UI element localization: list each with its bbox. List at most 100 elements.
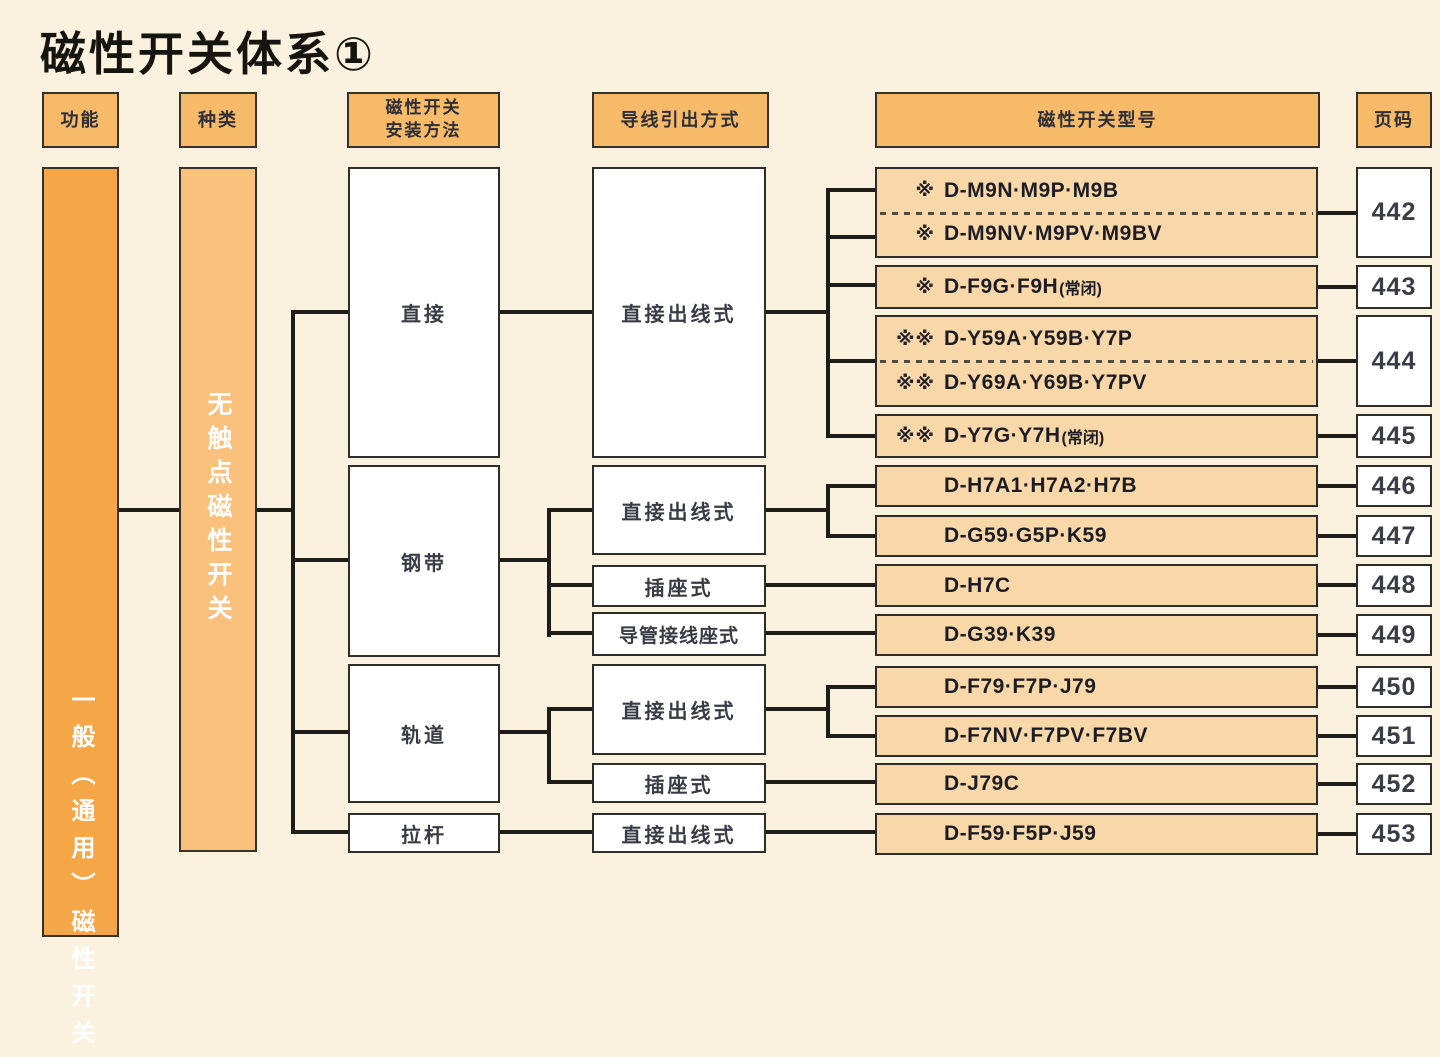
connector-line	[766, 310, 830, 314]
mounting-box-tie-rod: 拉杆	[348, 813, 500, 853]
page-number: 447	[1371, 521, 1417, 550]
page-title: 磁性开关体系①	[40, 28, 376, 80]
connector-line	[547, 631, 592, 635]
connector-line	[766, 631, 875, 635]
connector-line	[766, 780, 875, 784]
leadwire-label: 直接出线式	[621, 501, 737, 524]
page-box-444: 444	[1356, 315, 1432, 407]
connector-line	[1318, 734, 1356, 738]
connector-line	[547, 707, 551, 784]
model-row: D-F7NV·F7PV·F7BV	[877, 717, 1316, 755]
connector-line	[293, 558, 348, 562]
model-box-y7g: ※※D-Y7G·Y7H(常闭)	[875, 414, 1318, 458]
page-number: 445	[1371, 421, 1417, 450]
header-lead-wire-label: 导线引出方式	[620, 109, 741, 130]
mounting-box-rail: 轨道	[348, 664, 500, 803]
header-lead-wire: 导线引出方式	[592, 92, 769, 148]
connector-line	[1318, 633, 1356, 637]
connector-line	[1318, 359, 1356, 363]
header-type: 种类	[179, 92, 257, 148]
header-page: 页码	[1356, 92, 1432, 148]
header-page-label: 页码	[1374, 109, 1414, 130]
reference-mark: ※※	[896, 425, 935, 447]
leadwire-box-socket-1: 插座式	[592, 565, 766, 607]
page-number: 450	[1371, 672, 1417, 701]
model-box-f9g: ※ D-F9G·F9H(常闭)	[875, 265, 1318, 309]
connector-line	[547, 707, 592, 711]
model-row: D-G59·G5P·K59	[877, 517, 1316, 555]
connector-line	[828, 734, 875, 738]
model-label: D-F59·F5P·J59	[944, 822, 1097, 845]
connector-line	[828, 359, 875, 363]
page-number: 442	[1371, 198, 1417, 226]
page-box-447: 447	[1356, 515, 1432, 557]
model-row: ※※D-Y59A·Y59B·Y7P	[877, 317, 1316, 361]
connector-line	[826, 188, 830, 438]
header-mounting: 磁性开关 安装方法	[347, 92, 500, 148]
connector-line	[828, 235, 875, 239]
model-label: D-H7A1·H7A2·H7B	[944, 474, 1138, 497]
dashed-divider	[880, 360, 1313, 363]
connector-line	[1318, 434, 1356, 438]
model-row: D-F79·F7P·J79	[877, 668, 1316, 706]
connector-line	[500, 730, 551, 734]
header-mounting-line2: 安装方法	[385, 121, 462, 140]
mounting-label: 钢带	[401, 552, 447, 575]
connector-line	[1318, 534, 1356, 538]
model-label: D-G59·G5P·K59	[944, 524, 1107, 547]
leadwire-box-socket-2: 插座式	[592, 763, 766, 803]
connector-line	[828, 484, 875, 488]
page-number: 452	[1371, 769, 1417, 798]
model-label: D-F79·F7P·J79	[944, 675, 1097, 698]
model-label: D-F9G·F9H	[944, 275, 1059, 298]
connector-line	[119, 508, 179, 512]
header-model: 磁性开关型号	[875, 92, 1320, 148]
page-number: 451	[1371, 721, 1417, 750]
connector-line	[500, 830, 592, 834]
leadwire-box-direct-3: 直接出线式	[592, 813, 766, 853]
model-box-h7c: D-H7C	[875, 564, 1318, 607]
connector-line	[547, 508, 551, 637]
function-column-label: 一般（通用）磁性开关	[67, 687, 94, 1057]
model-row: ※※D-Y7G·Y7H(常闭)	[877, 416, 1316, 456]
leadwire-label: 直接出线式	[621, 701, 737, 723]
model-label: D-J79C	[944, 772, 1020, 795]
mounting-label: 直接	[401, 304, 447, 326]
function-column-box: 一般（通用）磁性开关	[42, 167, 119, 1057]
leadwire-label: 导管接线座式	[618, 625, 739, 647]
connector-line	[293, 730, 348, 734]
page-box-445: 445	[1356, 414, 1432, 458]
page-number: 448	[1371, 571, 1417, 599]
leadwire-label: 直接出线式	[621, 304, 737, 326]
connector-line	[1318, 484, 1356, 488]
leadwire-label: 插座式	[644, 577, 714, 600]
connector-line	[291, 310, 295, 834]
model-row: ※D-M9N·M9P·M9B	[877, 169, 1316, 213]
model-row: D-F59·F5P·J59	[877, 815, 1316, 853]
model-box-j79c: D-J79C	[875, 763, 1318, 805]
connector-line	[293, 310, 348, 314]
model-box-f79: D-F79·F7P·J79	[875, 666, 1318, 708]
reference-mark: ※	[915, 276, 935, 298]
mounting-label: 轨道	[401, 725, 447, 747]
connector-line	[1318, 211, 1356, 215]
model-suffix: (常闭)	[1059, 281, 1102, 298]
header-mounting-line1: 磁性开关	[385, 98, 462, 118]
model-box-g59: D-G59·G5P·K59	[875, 515, 1318, 557]
connector-line	[293, 830, 348, 834]
connector-line	[1318, 782, 1356, 786]
model-label: D-Y7G·Y7H	[944, 424, 1061, 447]
connector-line	[828, 188, 875, 192]
header-function: 功能	[42, 92, 119, 148]
connector-line	[1318, 685, 1356, 689]
reference-mark: ※※	[896, 372, 935, 394]
header-model-label: 磁性开关型号	[1037, 109, 1158, 130]
page-number: 443	[1371, 272, 1417, 301]
mounting-box-steel-band: 钢带	[348, 465, 500, 657]
page-box-446: 446	[1356, 465, 1432, 507]
connector-line	[547, 583, 592, 587]
connector-line	[1318, 583, 1356, 587]
page-box-450: 450	[1356, 666, 1432, 708]
model-row: ※D-M9NV·M9PV·M9BV	[877, 213, 1316, 257]
connector-line	[500, 558, 551, 562]
